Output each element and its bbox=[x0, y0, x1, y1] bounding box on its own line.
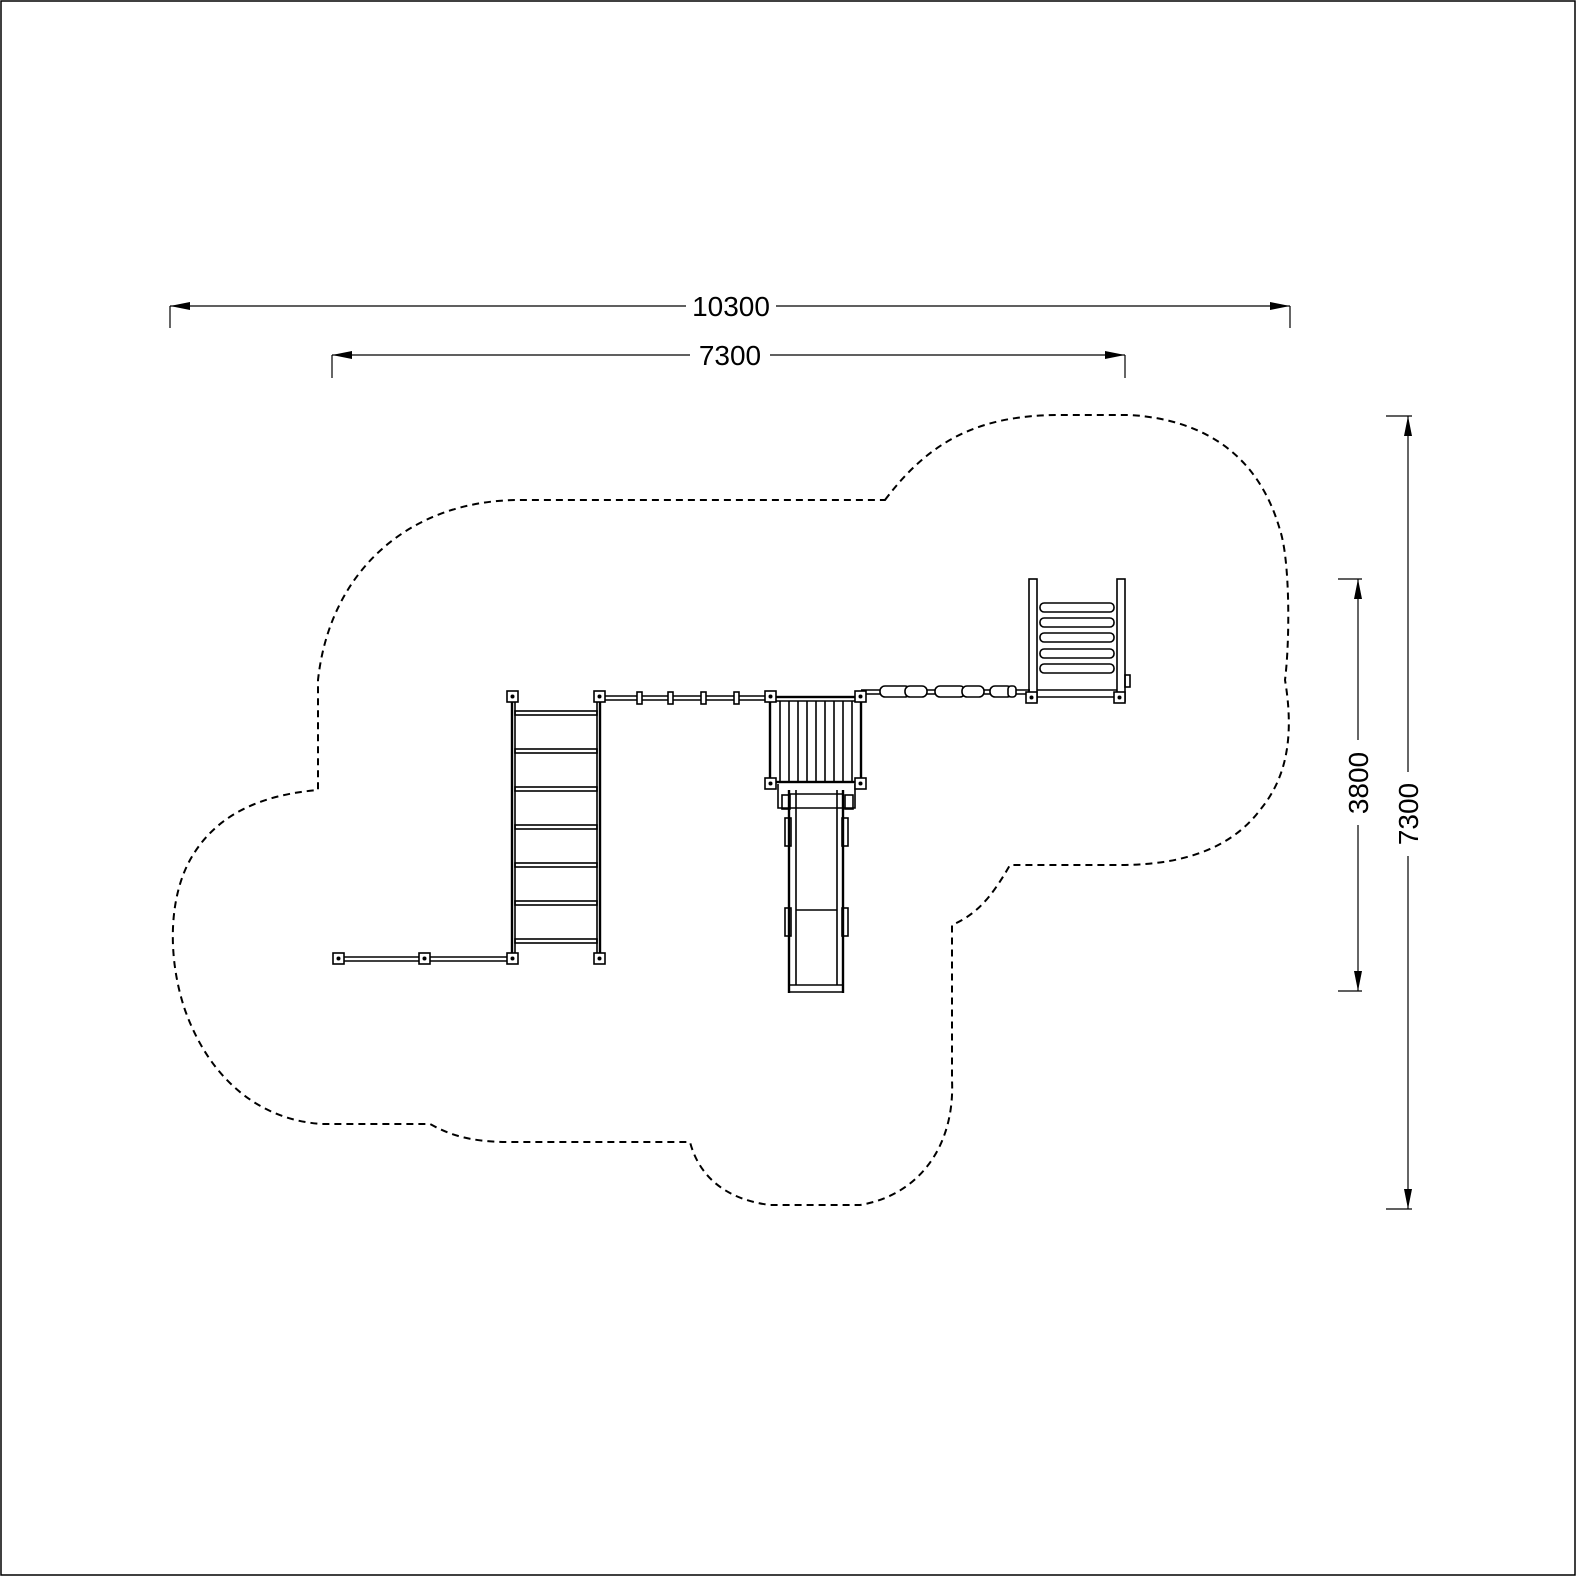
dimension-equipment-width: 7300 bbox=[331, 340, 1126, 378]
post bbox=[418, 952, 431, 965]
climbing-frame bbox=[1028, 578, 1131, 702]
post bbox=[506, 952, 519, 965]
posts bbox=[332, 690, 1126, 965]
equipment-depth-label: 3800 bbox=[1343, 752, 1374, 814]
post bbox=[764, 777, 777, 790]
post bbox=[506, 690, 519, 703]
ladder-rungs bbox=[514, 710, 598, 944]
post bbox=[332, 952, 345, 965]
post bbox=[593, 952, 606, 965]
post bbox=[854, 690, 867, 703]
rope-bridge bbox=[861, 685, 1030, 698]
dimension-equipment-depth: 3800 bbox=[1338, 578, 1374, 992]
equipment-width-label: 7300 bbox=[699, 340, 761, 371]
slide bbox=[777, 784, 856, 993]
overall-depth-label: 7300 bbox=[1393, 783, 1424, 845]
climbing-ladder bbox=[510, 698, 602, 958]
post bbox=[1025, 691, 1038, 704]
dimension-overall-width: 10300 bbox=[169, 291, 1291, 328]
overhead-bar bbox=[600, 691, 770, 705]
post bbox=[764, 690, 777, 703]
post bbox=[854, 777, 867, 790]
post bbox=[1113, 691, 1126, 704]
overall-width-label: 10300 bbox=[692, 291, 770, 322]
safety-zone-outline bbox=[171, 414, 1290, 1206]
platform-deck bbox=[768, 695, 863, 784]
post bbox=[593, 690, 606, 703]
dimension-overall-depth: 7300 bbox=[1386, 415, 1424, 1210]
